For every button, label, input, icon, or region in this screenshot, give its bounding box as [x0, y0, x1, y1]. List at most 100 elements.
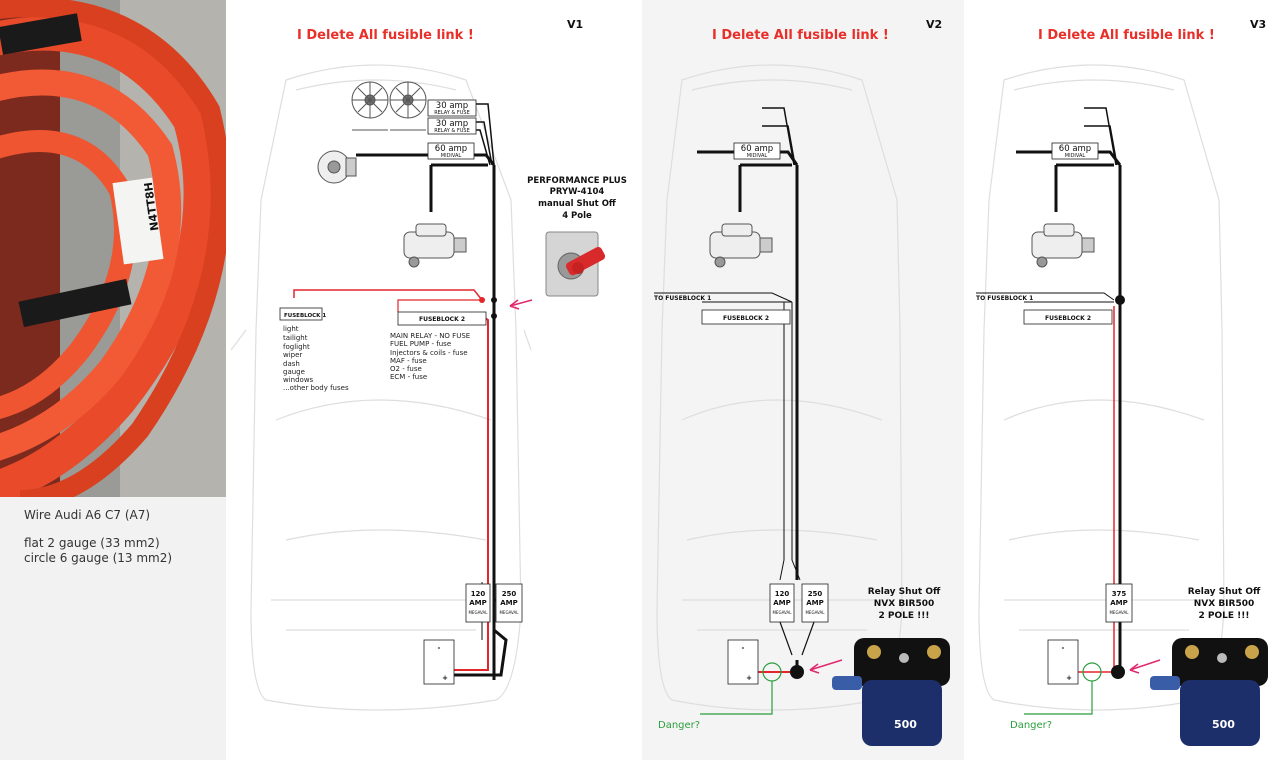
- svg-text:60 amp: 60 amp: [1059, 144, 1091, 154]
- v1-car-outline: [230, 64, 532, 711]
- v3-starter-motor-icon: [1031, 223, 1095, 268]
- svg-text:120: 120: [775, 590, 790, 598]
- svg-text:-: -: [742, 644, 745, 652]
- wire-caption-circle: circle 6 gauge (13 mm2): [24, 551, 173, 565]
- svg-text:30 amp: 30 amp: [436, 119, 468, 129]
- v2-relay-node: [790, 665, 804, 679]
- v1-starter-motor-icon: [403, 223, 467, 268]
- wire-caption-title: Wire Audi A6 C7 (A7): [24, 508, 151, 522]
- v3-relay-node: [1111, 665, 1125, 679]
- v1-fb1-item: light: [283, 325, 299, 333]
- svg-text:RELAY & FUSE: RELAY & FUSE: [434, 128, 470, 134]
- wire-caption-flat: flat 2 gauge (33 mm2): [24, 536, 160, 550]
- svg-text:FUSEBLOCK 2: FUSEBLOCK 2: [723, 315, 769, 322]
- v3-danger-label: Danger?: [1010, 720, 1052, 731]
- v3-danger-wire: [1024, 681, 1093, 715]
- v3-fuse-60a-midival: 60 amp MIDIVAL: [1051, 142, 1099, 160]
- v1-headline: I Delete All fusible link !: [297, 28, 474, 43]
- svg-text:AMP: AMP: [500, 599, 518, 607]
- v1-pointer-arrow: [509, 299, 533, 307]
- v2-battery: - +: [727, 639, 759, 685]
- v1-fb1-item: gauge: [283, 368, 305, 376]
- v1-diagram-panel: I Delete All fusible link ! V1: [226, 0, 642, 760]
- v1-megaval-120a: 120 AMP MEGAVAL: [465, 583, 491, 623]
- v1-fb1-item: ...other body fuses: [283, 384, 349, 392]
- v1-battery: - +: [423, 639, 455, 685]
- v1-fuse-30a-relay-2: 30 amp RELAY & FUSE: [427, 117, 477, 135]
- v1-fb2-item: O2 - fuse: [390, 365, 422, 373]
- svg-text:AMP: AMP: [806, 599, 824, 607]
- svg-text:AMP: AMP: [1110, 599, 1128, 607]
- v1-fuse-60a-midival: 60 amp MIDIVAL: [427, 142, 475, 160]
- v1-battery-switch-icon: [545, 231, 606, 297]
- v3-battery: - +: [1047, 639, 1079, 685]
- svg-text:FUSEBLOCK 2: FUSEBLOCK 2: [1045, 315, 1091, 322]
- v1-cooling-fan-icon: [351, 81, 427, 131]
- v2-headline: I Delete All fusible link !: [712, 28, 889, 43]
- v2-to-fuseblock1: TO FUSEBLOCK 1: [654, 295, 711, 302]
- svg-text:250: 250: [808, 590, 823, 598]
- svg-text:60 amp: 60 amp: [741, 144, 773, 154]
- svg-text:30 amp: 30 amp: [436, 101, 468, 111]
- svg-text:375: 375: [1112, 590, 1127, 598]
- v2-relay-title-2: NVX BIR500: [874, 599, 935, 609]
- svg-text:-: -: [438, 644, 441, 652]
- v3-diagram-panel: I Delete All fusible link ! V3 Danger?: [964, 0, 1280, 760]
- svg-text:MIDIVAL: MIDIVAL: [1065, 153, 1086, 159]
- v2-starter-motor-icon: [709, 223, 773, 268]
- v1-fb2-item: MAIN RELAY - NO FUSE: [390, 332, 470, 340]
- v1-fb1-item: tailight: [283, 334, 308, 342]
- svg-text:MEGAVAL: MEGAVAL: [499, 610, 519, 615]
- v2-danger-wire: [700, 681, 773, 715]
- v2-pointer-arrow: [809, 659, 843, 671]
- v1-version: V1: [567, 18, 583, 31]
- v3-fuseblock-2: FUSEBLOCK 2: [1023, 309, 1113, 325]
- svg-text:MEGAVAL: MEGAVAL: [805, 610, 825, 615]
- v2-megaval-250a: 250 AMP MEGAVAL: [801, 583, 829, 623]
- v3-relay-title-3: 2 POLE !!!: [1199, 611, 1250, 621]
- v1-megaval-250a: 250 AMP MEGAVAL: [495, 583, 523, 623]
- wire-photo-panel: N4TT8H Wire Audi A6 C7 (A7) flat 2 gauge…: [0, 0, 226, 760]
- v2-diagram: I Delete All fusible link ! V2: [654, 18, 950, 746]
- svg-text:MEGAVAL: MEGAVAL: [772, 610, 792, 615]
- v3-relay-icon: 500: [1150, 638, 1268, 746]
- v3-relay-title-2: NVX BIR500: [1194, 599, 1255, 609]
- v1-switch-node-2: [491, 313, 497, 319]
- v1-fb1-item: wiper: [283, 351, 302, 359]
- v1-switch-title-2: PRYW-4104: [550, 187, 605, 197]
- svg-text:AMP: AMP: [469, 599, 487, 607]
- v3-main-wiring: [976, 107, 1122, 672]
- v1-switch-title-4: 4 Pole: [562, 211, 592, 221]
- svg-text:FUSEBLOCK 1: FUSEBLOCK 1: [284, 313, 326, 319]
- v1-fb1-item: dash: [283, 360, 300, 368]
- svg-text:+: +: [1066, 674, 1072, 682]
- v3-diagram: I Delete All fusible link ! V3 Danger?: [976, 18, 1268, 746]
- svg-text:-: -: [1062, 644, 1065, 652]
- v1-diagram: I Delete All fusible link ! V1: [230, 18, 627, 711]
- v2-fuse-60a-midival: 60 amp MIDIVAL: [733, 142, 781, 160]
- wire-photo: N4TT8H: [0, 0, 226, 497]
- svg-text:FUSEBLOCK 2: FUSEBLOCK 2: [419, 316, 465, 323]
- v1-fuseblock-1: FUSEBLOCK 1 light tailight foglight wipe…: [279, 307, 349, 392]
- v1-fuse-30a-relay-1: 30 amp RELAY & FUSE: [427, 99, 477, 117]
- v2-relay-icon: 500: [832, 638, 950, 746]
- v1-fuseblock-2: FUSEBLOCK 2 MAIN RELAY - NO FUSE FUEL PU…: [390, 311, 487, 381]
- svg-text:MEGAVAL: MEGAVAL: [1109, 610, 1129, 615]
- svg-text:+: +: [746, 674, 752, 682]
- v1-fb2-item: FUEL PUMP - fuse: [390, 340, 451, 348]
- v3-megaval-375a: 375 AMP MEGAVAL: [1105, 583, 1133, 623]
- v1-fb2-item: ECM - fuse: [390, 373, 427, 381]
- svg-text:MEGAVAL: MEGAVAL: [468, 610, 488, 615]
- v2-danger-label: Danger?: [658, 720, 700, 731]
- v3-pointer-arrow: [1129, 659, 1161, 671]
- v1-switch-title-1: PERFORMANCE PLUS: [527, 176, 627, 186]
- v1-fb2-item: MAF - fuse: [390, 357, 427, 365]
- svg-text:250: 250: [502, 590, 517, 598]
- v2-diagram-panel: I Delete All fusible link ! V2: [642, 0, 964, 760]
- v1-switch-node: [491, 297, 497, 303]
- v1-switch-in-terminal: [479, 297, 485, 303]
- v2-relay-title-3: 2 POLE !!!: [879, 611, 930, 621]
- v1-fb2-item: Injectors & coils - fuse: [390, 349, 468, 357]
- v3-distribution-node: [1115, 295, 1125, 305]
- svg-text:500: 500: [894, 718, 917, 731]
